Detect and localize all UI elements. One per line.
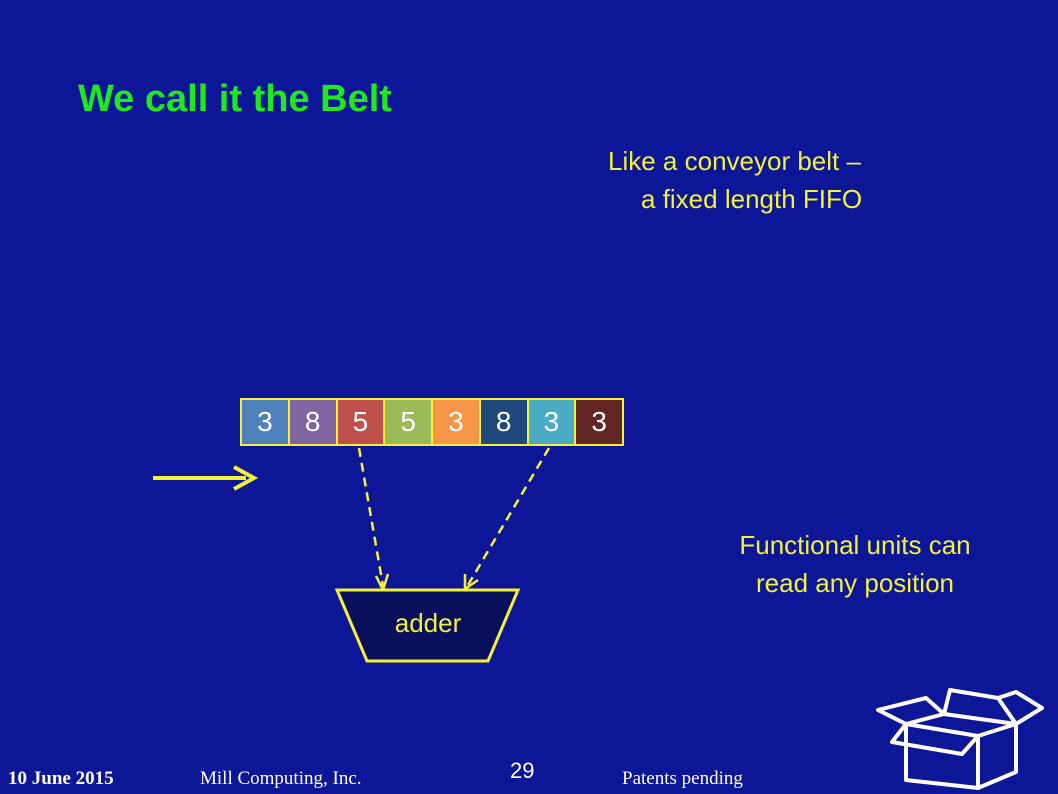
adder-unit	[334, 588, 521, 663]
belt-cell: 3	[433, 400, 479, 444]
belt-cell: 3	[528, 400, 575, 444]
caption-conveyor-belt: Like a conveyor belt – a fixed length FI…	[608, 142, 862, 218]
belt-cell: 3	[576, 400, 622, 444]
footer-patents: Patents pending	[622, 768, 743, 789]
caption-line: a fixed length FIFO	[641, 184, 863, 214]
caption-functional-units: Functional units can read any position	[700, 526, 1010, 602]
belt-cell: 5	[337, 400, 384, 444]
page-number: 29	[510, 758, 535, 783]
caption-line: read any position	[755, 568, 955, 598]
slide-title: We call it the Belt	[78, 78, 392, 120]
open-box-logo-icon	[876, 688, 1044, 790]
read-arrow	[357, 447, 385, 587]
read-arrow	[466, 447, 551, 586]
belt-cell: 8	[480, 400, 527, 444]
caption-line: Like a conveyor belt –	[608, 146, 861, 176]
right-arrow-head	[233, 465, 259, 491]
footer-company: Mill Computing, Inc.	[200, 768, 362, 789]
belt-cell: 3	[242, 400, 288, 444]
caption-line: Functional units can	[739, 530, 971, 560]
belt-cell: 5	[385, 400, 431, 444]
adder-label: adder	[394, 608, 462, 638]
belt-cell: 8	[289, 400, 336, 444]
footer-date: 10 June 2015	[8, 768, 114, 789]
